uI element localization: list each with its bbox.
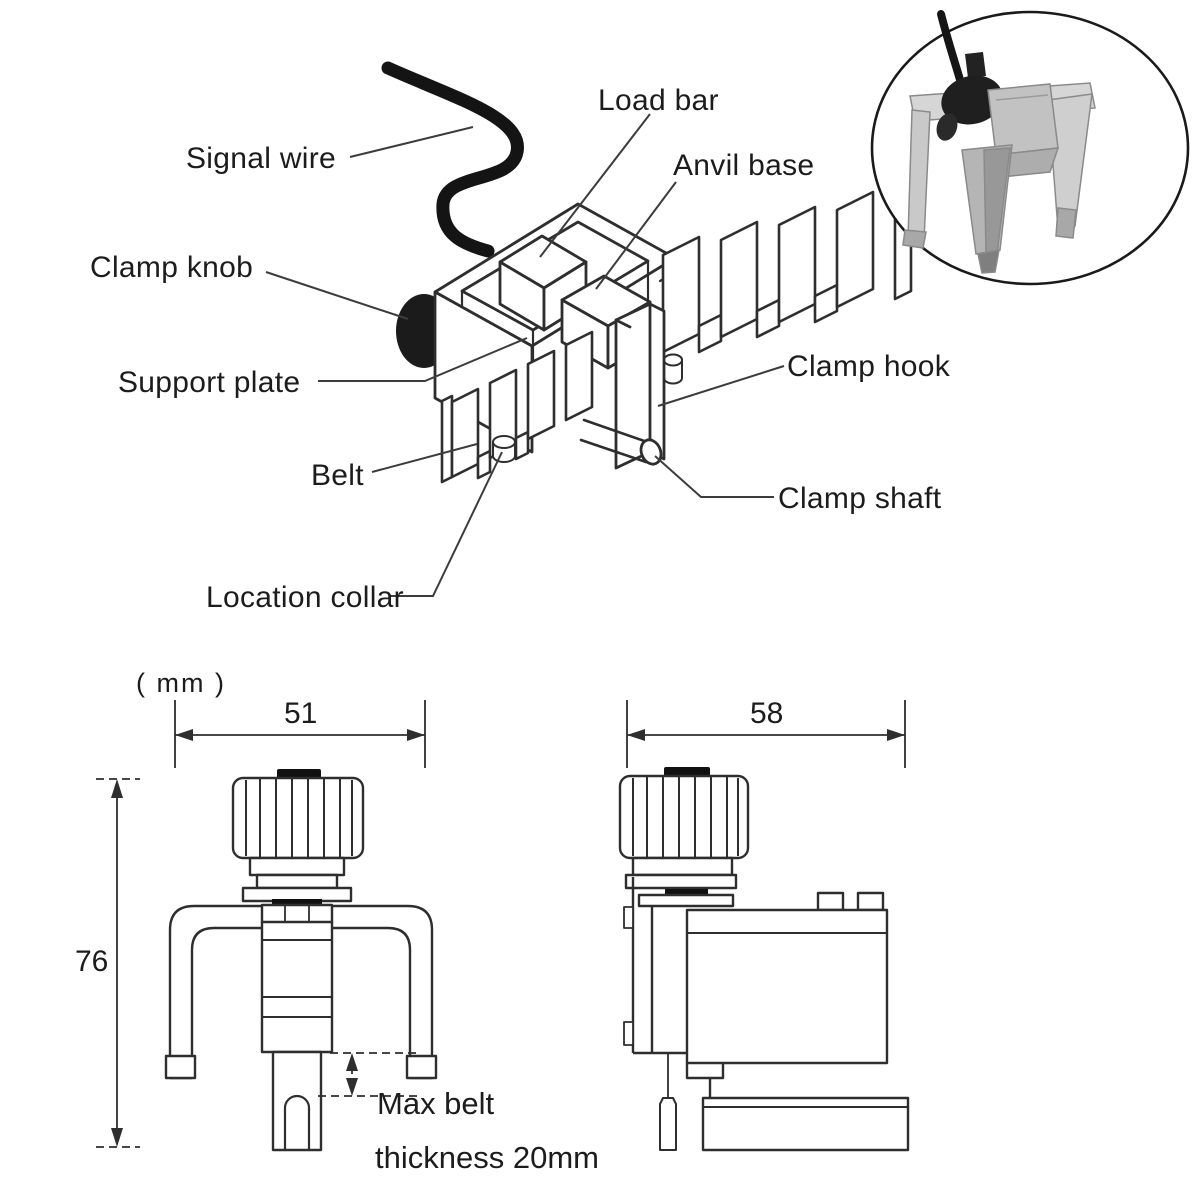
isometric-view-drawing <box>381 61 999 484</box>
callout-location-collar: Location collar <box>206 581 404 614</box>
callout-clamp-shaft: Clamp shaft <box>778 482 942 515</box>
leader-location-collar <box>390 451 503 597</box>
callout-load-bar: Load bar <box>598 84 719 117</box>
belt-thickness-dimension <box>318 1052 420 1097</box>
front-width-value: 51 <box>284 697 318 730</box>
callout-clamp-hook: Clamp hook <box>787 350 951 383</box>
belt-note-line2: thickness 20mm <box>375 1140 599 1175</box>
side-view-drawing <box>618 700 910 1152</box>
clamp-hook-drawing <box>614 302 666 470</box>
callout-anvil-base: Anvil base <box>673 149 815 182</box>
leader-load-bar <box>539 113 651 258</box>
callout-belt: Belt <box>311 459 364 492</box>
inset-product-photo <box>870 10 1190 286</box>
leader-clamp-hook <box>657 365 785 407</box>
side-width-dimension <box>626 700 906 768</box>
front-view-drawing <box>96 700 438 1152</box>
leader-belt <box>371 443 478 473</box>
leader-clamp-knob <box>265 271 409 320</box>
belt-note-line1: Max belt <box>377 1086 495 1121</box>
leader-clamp-shaft <box>654 455 774 498</box>
leader-anvil-base <box>595 181 677 290</box>
location-collar-drawing <box>492 435 516 463</box>
leader-support-plate <box>318 337 528 382</box>
signal-wire-drawing <box>381 61 524 258</box>
side-width-value: 58 <box>750 697 784 730</box>
front-height-dimension <box>96 778 140 1148</box>
load-bar-drawing <box>498 234 588 332</box>
belt-lower-drawing <box>440 330 594 484</box>
leader-signal-wire <box>349 126 474 158</box>
callout-signal-wire: Signal wire <box>186 142 337 175</box>
front-width-dimension <box>174 700 426 768</box>
hook-screw-drawing <box>663 353 683 385</box>
callout-support-plate: Support plate <box>118 366 301 399</box>
front-height-value: 76 <box>75 945 109 978</box>
units-note: ( mm ) <box>136 668 226 698</box>
callout-clamp-knob: Clamp knob <box>90 251 254 284</box>
belt-upper-drawing <box>661 190 999 354</box>
leader-lines <box>265 113 785 597</box>
